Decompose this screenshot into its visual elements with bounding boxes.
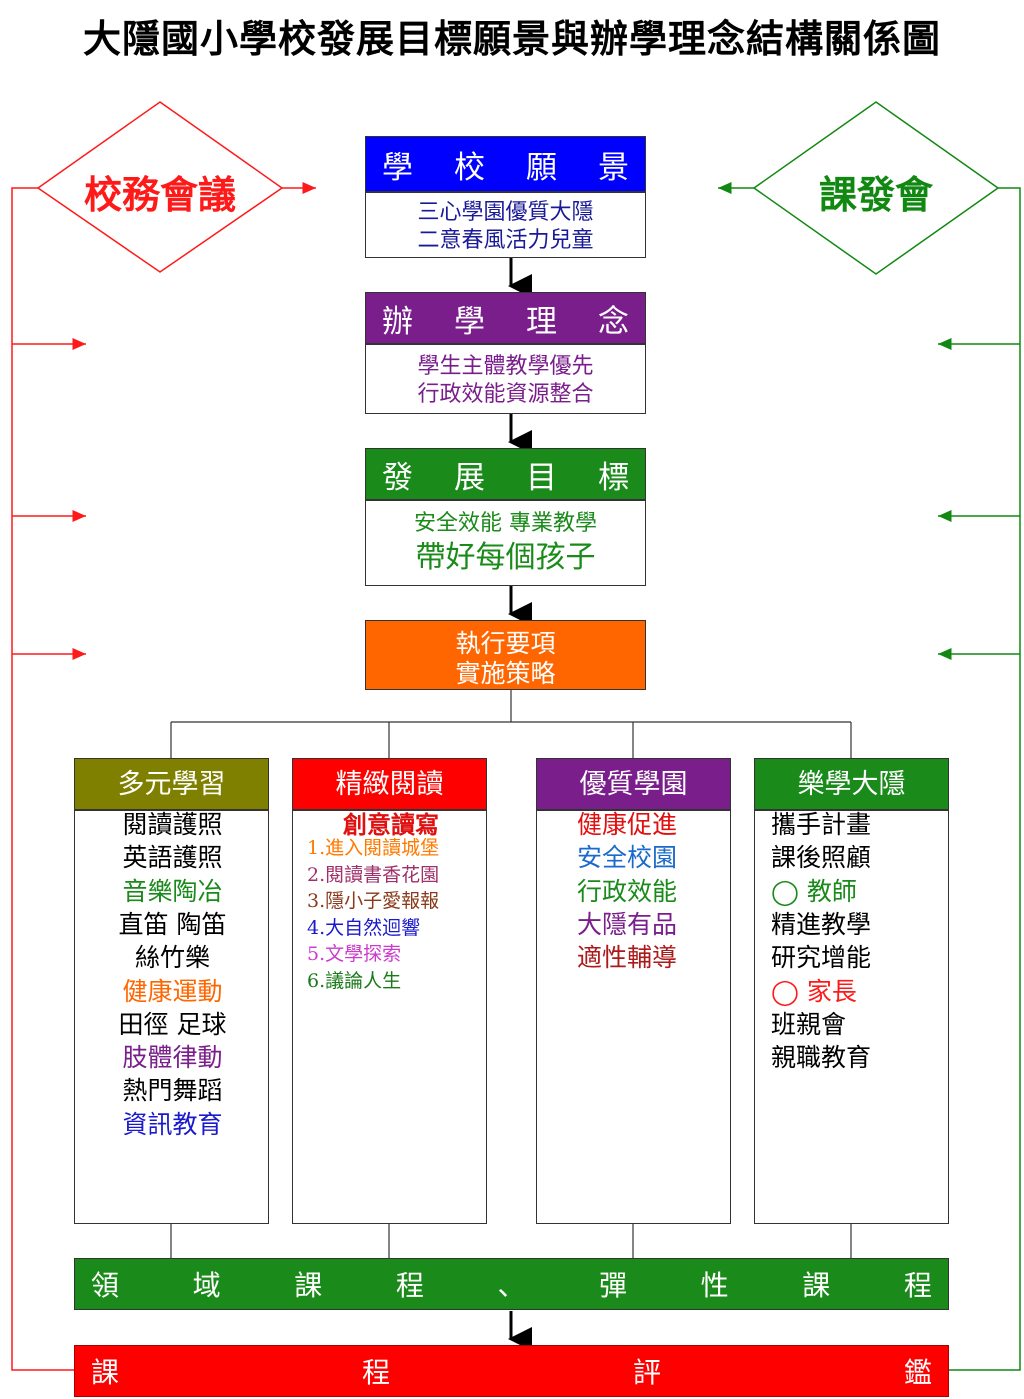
philosophy-header-char: 辦 bbox=[382, 303, 413, 340]
column-item: 1.進入閱讀城堡 bbox=[307, 837, 440, 859]
column-item: 健康運動 bbox=[122, 976, 223, 1006]
column-item: 精進教學 bbox=[771, 909, 872, 939]
column-header: 多元學習 bbox=[74, 758, 269, 810]
column-body: 閱讀護照英語護照音樂陶冶直笛 陶笛絲竹樂健康運動田徑 足球肢體律動熱門舞蹈資訊教… bbox=[74, 810, 269, 1224]
column-item: 熱門舞蹈 bbox=[122, 1076, 223, 1106]
right-feedback-loop bbox=[718, 182, 1021, 1371]
vision-header-char: 景 bbox=[598, 149, 629, 186]
column-item: 適性輔導 bbox=[577, 943, 678, 973]
vision-header-char: 願 bbox=[526, 149, 557, 186]
evaluation_bar-char: 評 bbox=[632, 1356, 661, 1389]
left-diamond-shape bbox=[36, 101, 284, 273]
column-item: 資訊教育 bbox=[122, 1109, 223, 1139]
column-item: 4.大自然迴響 bbox=[307, 916, 421, 939]
curriculum_bar-char: 程 bbox=[903, 1269, 932, 1302]
column-item: 直笛 陶笛 bbox=[118, 909, 227, 939]
philosophy-line: 行政效能資源整合 bbox=[417, 382, 594, 407]
strategy-line: 執行要項 bbox=[455, 629, 556, 658]
column-item: 課後照顧 bbox=[771, 843, 872, 873]
philosophy-body: 學生主體教學優先行政效能資源整合 bbox=[365, 344, 646, 414]
philosophy-header-char: 理 bbox=[526, 303, 557, 340]
goals-header: 發展目標 bbox=[365, 448, 646, 500]
column-item: 音樂陶冶 bbox=[122, 876, 223, 906]
philosophy-header-char: 學 bbox=[454, 303, 485, 340]
evaluation-bar: 課程評鑑 bbox=[74, 1345, 949, 1397]
curriculum-bar: 領 域 課 程 、 彈 性 課 程 bbox=[74, 1258, 949, 1310]
evaluation_bar-char: 程 bbox=[361, 1356, 390, 1389]
vision-header-char: 學 bbox=[382, 149, 413, 186]
right-diamond-shape bbox=[752, 101, 1000, 275]
column-header: 樂學大隱 bbox=[754, 758, 949, 810]
philosophy-header-char: 念 bbox=[598, 303, 629, 340]
column-item: 親職教育 bbox=[771, 1043, 872, 1073]
curriculum_bar-char: 領 bbox=[91, 1269, 120, 1302]
column-body: 健康促進安全校園行政效能大隱有品適性輔導 bbox=[536, 810, 731, 1224]
column-item: 田徑 足球 bbox=[118, 1009, 227, 1039]
column-item: 5.文學探索 bbox=[307, 943, 402, 965]
curriculum_bar-char: 程 bbox=[395, 1269, 424, 1302]
vision-line: 二意春風活力兒童 bbox=[417, 228, 594, 253]
goals-header-char: 展 bbox=[454, 459, 485, 496]
column-item: 絲竹樂 bbox=[134, 943, 210, 973]
column-item: ◯ 家長 bbox=[771, 976, 857, 1006]
column-item: 肢體律動 bbox=[122, 1043, 223, 1073]
curriculum_bar-char: 、 bbox=[497, 1269, 526, 1302]
column-item: 健康促進 bbox=[577, 810, 678, 839]
goals-line: 帶好每個孩子 bbox=[415, 540, 596, 575]
column-header: 精緻閱讀 bbox=[292, 758, 487, 810]
column-body: 攜手計畫課後照顧◯ 教師精進教學研究增能◯ 家長班親會親職教育 bbox=[754, 810, 949, 1224]
curriculum_bar-char: 彈 bbox=[599, 1269, 628, 1302]
column-item: 創意讀寫 bbox=[343, 811, 439, 839]
evaluation_bar-char: 鑑 bbox=[903, 1356, 932, 1389]
column-item: 閱讀護照 bbox=[122, 810, 223, 839]
vision-header: 學校願景 bbox=[365, 136, 646, 192]
goals-header-char: 標 bbox=[598, 459, 629, 496]
column-item: 6.議論人生 bbox=[307, 969, 402, 992]
philosophy-line: 學生主體教學優先 bbox=[417, 354, 594, 379]
page-title: 大隱國小學校發展目標願景與辦學理念結構關係圖 bbox=[82, 17, 941, 61]
left-feedback-loop bbox=[11, 182, 316, 1371]
goals-line: 安全效能 專業教學 bbox=[414, 511, 597, 536]
column-item: 研究增能 bbox=[771, 943, 872, 973]
strategy-box: 執行要項實施策略 bbox=[365, 620, 646, 690]
column-item: 安全校園 bbox=[577, 843, 678, 873]
left-diamond-label: 校務會議 bbox=[83, 173, 236, 217]
column-item: 行政效能 bbox=[577, 876, 678, 906]
strategy-line: 實施策略 bbox=[455, 659, 556, 688]
curriculum_bar-char: 課 bbox=[802, 1269, 831, 1302]
right-diamond-label: 課發會 bbox=[818, 173, 933, 217]
goals-body: 安全效能 專業教學帶好每個孩子 bbox=[365, 500, 646, 586]
curriculum_bar-char: 域 bbox=[192, 1269, 221, 1302]
column-item: 2.閱讀書香花園 bbox=[307, 863, 440, 886]
curriculum_bar-char: 性 bbox=[700, 1269, 729, 1302]
vision-header-char: 校 bbox=[454, 149, 485, 186]
curriculum_bar-char: 課 bbox=[294, 1269, 323, 1302]
column-item: 攜手計畫 bbox=[771, 810, 872, 839]
column-item: 大隱有品 bbox=[577, 909, 678, 939]
tree-connectors bbox=[170, 690, 852, 1258]
evaluation_bar-char: 課 bbox=[91, 1356, 120, 1389]
column-item: 3.隱小子愛報報 bbox=[307, 890, 440, 912]
philosophy-header: 辦學理念 bbox=[365, 292, 646, 344]
vision-line: 三心學園優質大隱 bbox=[417, 200, 594, 225]
column-item: 班親會 bbox=[771, 1009, 847, 1039]
column-item: ◯ 教師 bbox=[771, 876, 857, 906]
goals-header-char: 目 bbox=[526, 459, 557, 496]
column-item: 英語護照 bbox=[122, 843, 223, 873]
column-header: 優質學園 bbox=[536, 758, 731, 810]
goals-header-char: 發 bbox=[382, 459, 413, 496]
vision-body: 三心學園優質大隱二意春風活力兒童 bbox=[365, 192, 646, 258]
